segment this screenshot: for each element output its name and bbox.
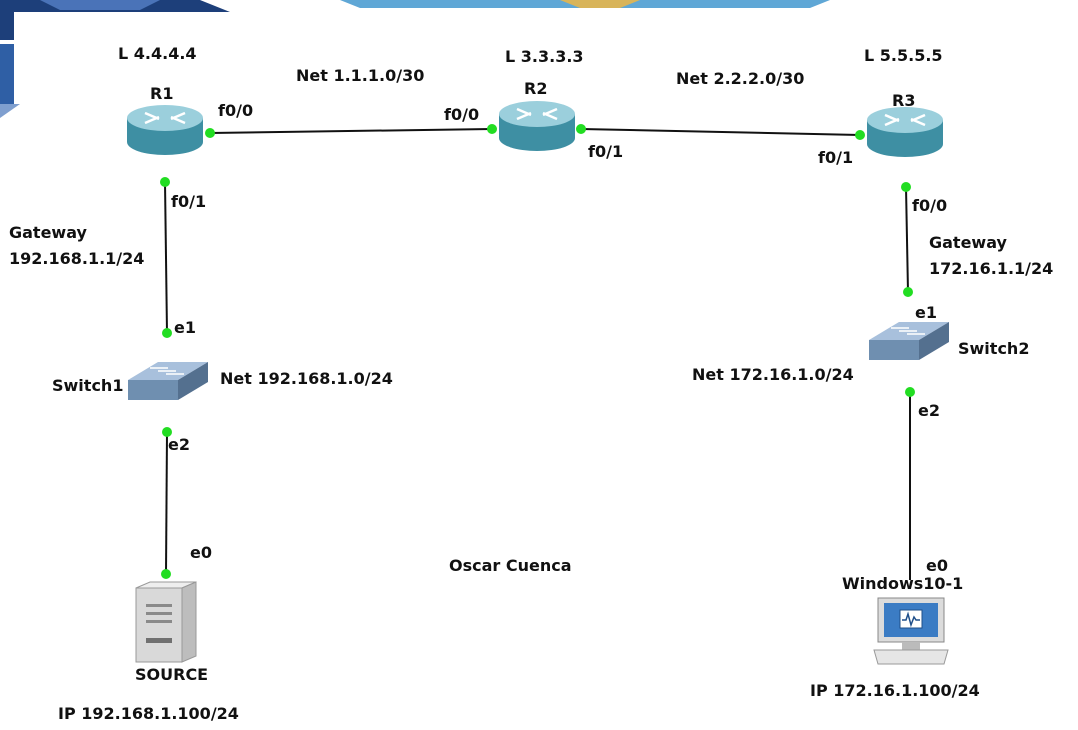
port-sw1-e2[interactable] [162,427,172,437]
r1-f00-label: f0/0 [218,101,254,120]
sw2-e1-label: e1 [915,303,937,322]
source-name-label: SOURCE [135,665,209,684]
sw1-e1-label: e1 [174,318,196,337]
win-e0-label: e0 [926,556,948,575]
port-sw1-e1[interactable] [162,328,172,338]
r3-loopback-label: L 5.5.5.5 [864,46,943,65]
pc-windows10[interactable] [873,597,949,665]
net-lan2-label: Net 172.16.1.0/24 [692,365,854,384]
sw1-e2-label: e2 [168,435,190,454]
net-r2-r3-label: Net 2.2.2.0/30 [676,69,805,88]
port-r1-f01[interactable] [160,177,170,187]
gateway-lan1-ip: 192.168.1.1/24 [9,249,145,268]
r2-f01-label: f0/1 [588,142,624,161]
net-lan1-label: Net 192.168.1.0/24 [220,369,393,388]
source-e0-label: e0 [190,543,212,562]
switch-switch1[interactable] [128,362,208,400]
port-sw2-e2[interactable] [905,387,915,397]
r1-f01-label: f0/1 [171,192,207,211]
windows-ip-label: IP 172.16.1.100/24 [810,681,980,700]
port-r2-f01[interactable] [576,124,586,134]
windows-name-label: Windows10-1 [842,574,964,593]
r1-name-label: R1 [150,84,174,103]
switch2-label: Switch2 [958,339,1030,358]
sw2-e2-label: e2 [918,401,940,420]
router-r1[interactable] [127,105,203,155]
gateway-lan2-ip: 172.16.1.1/24 [929,259,1054,278]
link-r1-switch1[interactable] [164,181,168,334]
header-banner-fragment [0,0,830,118]
r1-loopback-label: L 4.4.4.4 [118,44,197,63]
r2-name-label: R2 [524,79,548,98]
port-sw2-e1[interactable] [903,287,913,297]
switch1-label: Switch1 [52,376,124,395]
link-switch1-source[interactable] [165,431,168,575]
gateway-lan2-title: Gateway [929,233,1007,252]
port-source-e0[interactable] [161,569,171,579]
r2-f00-label: f0/0 [444,105,480,124]
r3-name-label: R3 [892,91,916,110]
author-label: Oscar Cuenca [449,556,572,575]
switch-switch2[interactable] [869,322,949,360]
router-r2[interactable] [499,101,575,151]
port-r3-f00[interactable] [901,182,911,192]
link-r2-r3[interactable] [580,128,861,136]
links [164,128,911,580]
router-r3[interactable] [867,107,943,157]
gateway-lan1-title: Gateway [9,223,87,242]
r3-f00-label: f0/0 [912,196,948,215]
server-source[interactable] [135,581,197,663]
r2-loopback-label: L 3.3.3.3 [505,47,584,66]
port-dots [160,124,915,579]
link-r1-r2[interactable] [209,128,493,134]
r3-f01-label: f0/1 [818,148,854,167]
net-r1-r2-label: Net 1.1.1.0/30 [296,66,425,85]
port-r3-f01[interactable] [855,130,865,140]
port-r2-f00[interactable] [487,124,497,134]
source-ip-label: IP 192.168.1.100/24 [58,704,239,723]
link-r3-switch2[interactable] [905,186,909,293]
port-r1-f00[interactable] [205,128,215,138]
